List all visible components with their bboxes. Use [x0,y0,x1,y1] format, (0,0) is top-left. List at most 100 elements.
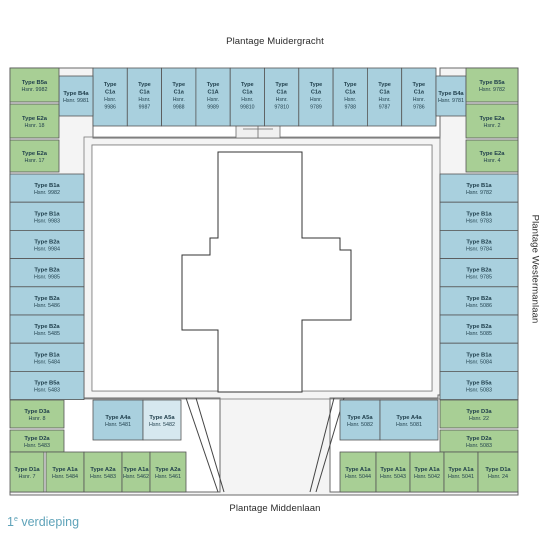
unit-shape [439,399,519,429]
unit-number-label: Hsnr. 9983 [34,218,60,224]
unit-shape [379,399,439,441]
unit-number-label: Hsnr. 5082 [347,422,373,428]
unit-type-label: Type B2a [34,240,60,246]
unit-number-label: Hsnr. 5484 [52,474,78,480]
unit-number-label: Hsnr. 5044 [345,474,371,480]
unit-number-label: Hsnr. 24 [488,474,508,480]
unit-number-label: Hsnr. [310,97,322,103]
unit-shape [339,399,381,441]
unit-shape [9,314,85,344]
unit-type-label: Type A5a [149,415,175,421]
unit-type-label: Type [104,82,117,88]
unit-type-label: Type D2a [466,436,492,442]
floor-number: 1 [7,515,14,529]
unit-shape [195,67,231,127]
street-label-bottom: Plantage Middenlaan [229,503,321,514]
unit-type-label: C1a [311,90,322,96]
unit-type-label: Type B4a [438,91,464,97]
unit-type-label: Type E2a [22,116,48,122]
unit-type-label: Type [344,82,357,88]
unit-shape [439,258,519,288]
unit-number-label: Hsnr. 5042 [414,474,440,480]
unit-number-label: Hsnr. [241,97,253,103]
unit-type-label: Type B4a [63,91,89,97]
unit-type-label: Type B2a [466,240,492,246]
unit-shape [9,201,85,231]
unit-shape [465,139,519,173]
unit-number-label: Hsnr. [173,97,185,103]
street-label-right: Plantage Westermanlaan [529,214,541,324]
unit-number-label: Hsnr. [413,97,425,103]
unit-shape [264,67,300,127]
unit-number-label: 99810 [240,105,255,111]
unit-shape [375,451,411,493]
unit-type-label: Type [241,82,254,88]
unit-type-label: Type D1a [485,467,511,473]
units-layer: TypeC1aHsnr.9986TypeC1aHsnr.9987TypeC1aH… [9,67,519,493]
unit-shape [9,258,85,288]
unit-type-label: Type D3a [24,409,50,415]
unit-type-label: Type [207,82,220,88]
unit-type-label: Type B1a [466,352,492,358]
unit-number-label: 9787 [379,105,391,111]
unit-type-label: Type B2a [466,268,492,274]
unit-type-label: Type D2a [24,436,50,442]
floor-name: verdieping [21,515,80,529]
unit-number-label: Hsnr. [138,97,150,103]
unit-number-label: Hsnr. 5041 [448,474,474,480]
unit-number-label: Hsnr. 9782 [479,87,505,93]
